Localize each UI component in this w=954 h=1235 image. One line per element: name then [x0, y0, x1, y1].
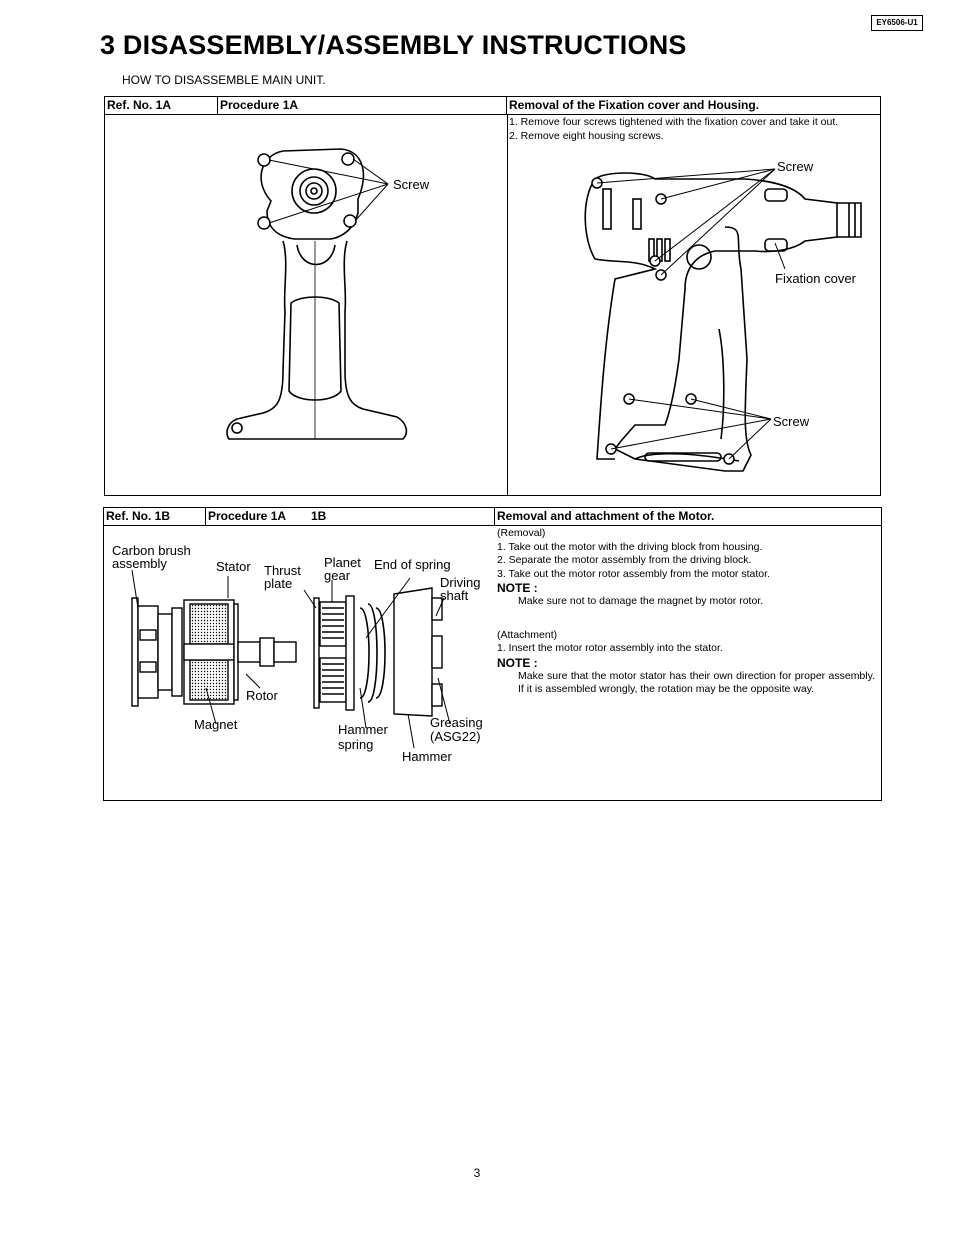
section-1b-procedure: Procedure 1A [208, 509, 286, 523]
section-1a-procedure: Procedure 1A [218, 97, 507, 114]
document-code: EY6506-U1 [871, 15, 923, 31]
page-number: 3 [473, 1166, 481, 1180]
side-screw-bottom-label: Screw [773, 414, 810, 429]
hammer-spring-label-2: spring [338, 737, 373, 752]
section-1b-instructions: (Removal) 1. Take out the motor with the… [497, 527, 875, 697]
carbon-brush-label-1: Carbon brush [112, 543, 191, 558]
planet-label-1: Planet [324, 555, 361, 570]
end-of-spring-label: End of spring [374, 557, 451, 572]
section-1a-heading: Removal of the Fixation cover and Housin… [509, 98, 760, 112]
rotor-label: Rotor [246, 688, 278, 703]
removal-note: Make sure not to damage the magnet by mo… [518, 595, 764, 607]
driving-label-2: shaft [440, 588, 469, 603]
attach-title: (Attachment) [497, 628, 558, 641]
removal-step-3: 3. Take out the motor rotor assembly fro… [497, 567, 770, 580]
removal-note-label: NOTE : [497, 581, 538, 595]
removal-step-1: 1. Take out the motor with the driving b… [497, 540, 763, 553]
hammer-spring-label-1: Hammer [338, 722, 389, 737]
motor-exploded-diagram: Carbon brush assembly Stator Thrust plat… [112, 543, 483, 764]
page-title: 3 DISASSEMBLY/ASSEMBLY INSTRUCTIONS [100, 30, 687, 60]
section-1a-table: Ref. No. 1A Procedure 1A Removal of the … [104, 96, 881, 496]
fixation-cover-label: Fixation cover [775, 271, 857, 286]
section-1a-ref: Ref. No. 1A [105, 97, 218, 114]
planet-label-2: gear [324, 568, 351, 583]
front-view-diagram: Screw [226, 148, 430, 440]
section-1b-header: Ref. No. 1B Procedure 1A 1B Removal and … [104, 508, 881, 526]
greasing-label-2: (ASG22) [430, 729, 481, 744]
section-1a-step-1: 1. Remove four screws tightened with the… [509, 116, 839, 128]
side-view-diagram: Screw Fixation cover Screw [584, 159, 862, 472]
section-1b-heading: Removal and attachment of the Motor. [497, 509, 715, 523]
section-1b-procedure-b: 1B [310, 509, 327, 523]
side-screw-top-label: Screw [777, 159, 814, 174]
section-1a-header: Ref. No. 1A Procedure 1A Removal of the … [105, 97, 880, 115]
section-1a-step-2: 2. Remove eight housing screws. [509, 129, 664, 142]
attach-step-1: 1. Insert the motor rotor assembly into … [497, 642, 723, 654]
greasing-label-1: Greasing [430, 715, 483, 730]
hammer-label: Hammer [402, 749, 453, 764]
attach-note: Make sure that the motor stator has thei… [518, 669, 875, 696]
magnet-label: Magnet [194, 717, 238, 732]
carbon-brush-label-2: assembly [112, 556, 167, 571]
removal-step-2: 2. Separate the motor assembly from the … [497, 554, 752, 566]
section-1a-steps: 1. Remove four screws tightened with the… [509, 116, 873, 143]
page-subtitle: HOW TO DISASSEMBLE MAIN UNIT. [122, 73, 326, 87]
stator-label: Stator [216, 559, 251, 574]
removal-title: (Removal) [497, 527, 546, 539]
section-1a-divider [507, 114, 508, 495]
thrust-label-2: plate [264, 576, 292, 591]
driving-label-1: Driving [440, 575, 480, 590]
thrust-label-1: Thrust [264, 563, 301, 578]
section-1b-procedure-wrap: Procedure 1A 1B [206, 508, 495, 525]
section-1b-table: Ref. No. 1B Procedure 1A 1B Removal and … [103, 507, 882, 801]
section-1b-ref: Ref. No. 1B [104, 508, 206, 525]
attach-note-label: NOTE : [497, 655, 538, 670]
front-screw-label: Screw [393, 177, 430, 192]
